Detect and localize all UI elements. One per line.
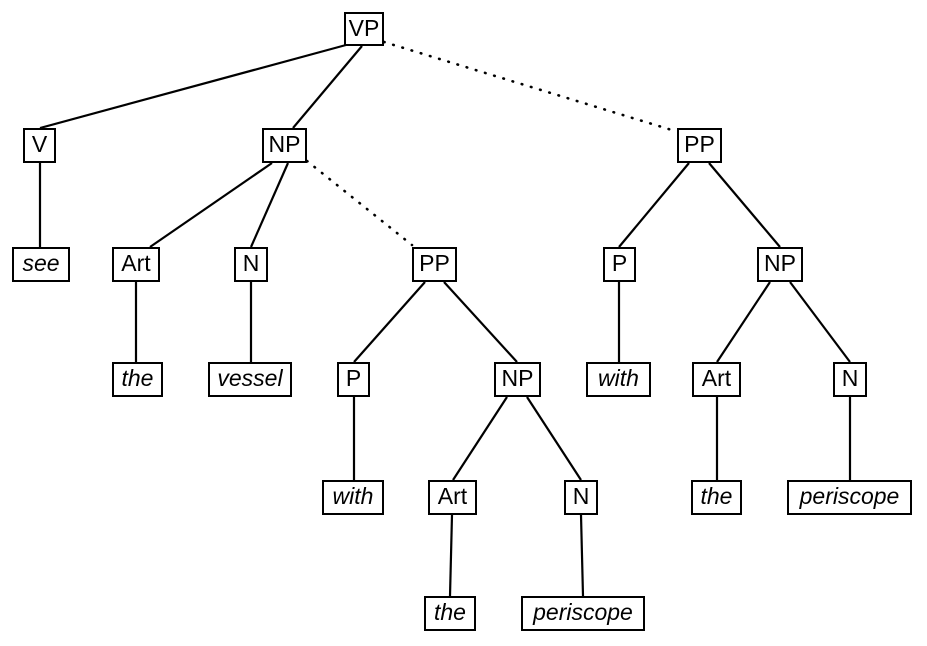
tree-node-label: see (22, 250, 60, 276)
tree-node-periscope_l: periscope (521, 596, 645, 631)
tree-node-v: V (23, 128, 56, 163)
tree-edge-np_right-to-n_right (789, 281, 851, 363)
tree-node-label: periscope (533, 599, 633, 625)
tree-node-label: P (345, 365, 362, 391)
tree-node-the_low: the (424, 596, 476, 631)
tree-node-art_low: Art (428, 480, 477, 515)
tree-node-label: NP (764, 250, 796, 276)
tree-node-np_right: NP (757, 247, 803, 282)
tree-edge-pp_right-to-np_right (708, 162, 781, 248)
tree-node-label: NP (268, 131, 301, 157)
tree-edge-art_low-to-the_low (448, 514, 454, 597)
tree-node-label: the (121, 365, 154, 391)
tree-node-label: N (841, 365, 859, 391)
tree-edge-n_low-to-periscope_l (579, 514, 585, 597)
tree-node-label: PP (684, 131, 715, 157)
tree-node-with_right: with (586, 362, 651, 397)
tree-edge-np_low-to-n_low (526, 396, 582, 481)
tree-node-p_right: P (603, 247, 636, 282)
tree-edge-pp_right-to-p_right (618, 162, 690, 248)
tree-node-label: N (242, 250, 260, 276)
tree-node-label: with (598, 365, 639, 391)
tree-node-label: PP (419, 250, 450, 276)
tree-node-label: N (572, 483, 590, 509)
tree-node-p_low: P (337, 362, 370, 397)
tree-node-the1: the (112, 362, 163, 397)
tree-node-art1: Art (112, 247, 160, 282)
tree-node-label: Art (701, 365, 732, 391)
tree-node-label: periscope (799, 483, 900, 509)
tree-edge-vp-to-np1 (292, 45, 363, 129)
tree-edge-pp_low-to-p_low (353, 281, 426, 363)
tree-node-np1: NP (262, 128, 307, 163)
tree-node-np_low: NP (494, 362, 541, 397)
tree-edge-np1-to-pp_low (305, 159, 414, 247)
tree-node-label: VP (348, 14, 380, 41)
tree-node-n_right: N (833, 362, 867, 397)
tree-node-periscope_r: periscope (787, 480, 912, 515)
tree-node-pp_right: PP (677, 128, 722, 163)
tree-edge-vp-to-pp_right (382, 40, 677, 133)
tree-edge-np1-to-art1 (149, 162, 273, 248)
tree-node-with_low: with (322, 480, 384, 515)
tree-node-n1: N (234, 247, 268, 282)
tree-node-label: with (332, 483, 374, 509)
tree-edge-np_low-to-art_low (452, 396, 508, 481)
tree-node-pp_low: PP (412, 247, 457, 282)
tree-node-label: NP (501, 365, 534, 391)
tree-node-label: the (434, 599, 466, 625)
tree-node-label: V (31, 131, 48, 157)
tree-node-see: see (12, 247, 70, 282)
tree-node-label: vessel (217, 365, 283, 391)
tree-edge-pp_low-to-np_low (443, 281, 518, 363)
tree-node-the_right: the (691, 480, 742, 515)
tree-node-label: P (611, 250, 628, 276)
tree-edge-vp-to-v (39, 43, 347, 130)
tree-node-label: Art (121, 250, 151, 276)
tree-edge-np_right-to-art_right (716, 281, 771, 363)
tree-node-n_low: N (564, 480, 598, 515)
tree-node-vp: VP (344, 12, 384, 46)
tree-node-vessel: vessel (208, 362, 292, 397)
tree-node-label: Art (437, 483, 468, 509)
tree-edge-np1-to-n1 (249, 162, 290, 248)
tree-node-art_right: Art (692, 362, 741, 397)
tree-node-label: the (700, 483, 733, 509)
